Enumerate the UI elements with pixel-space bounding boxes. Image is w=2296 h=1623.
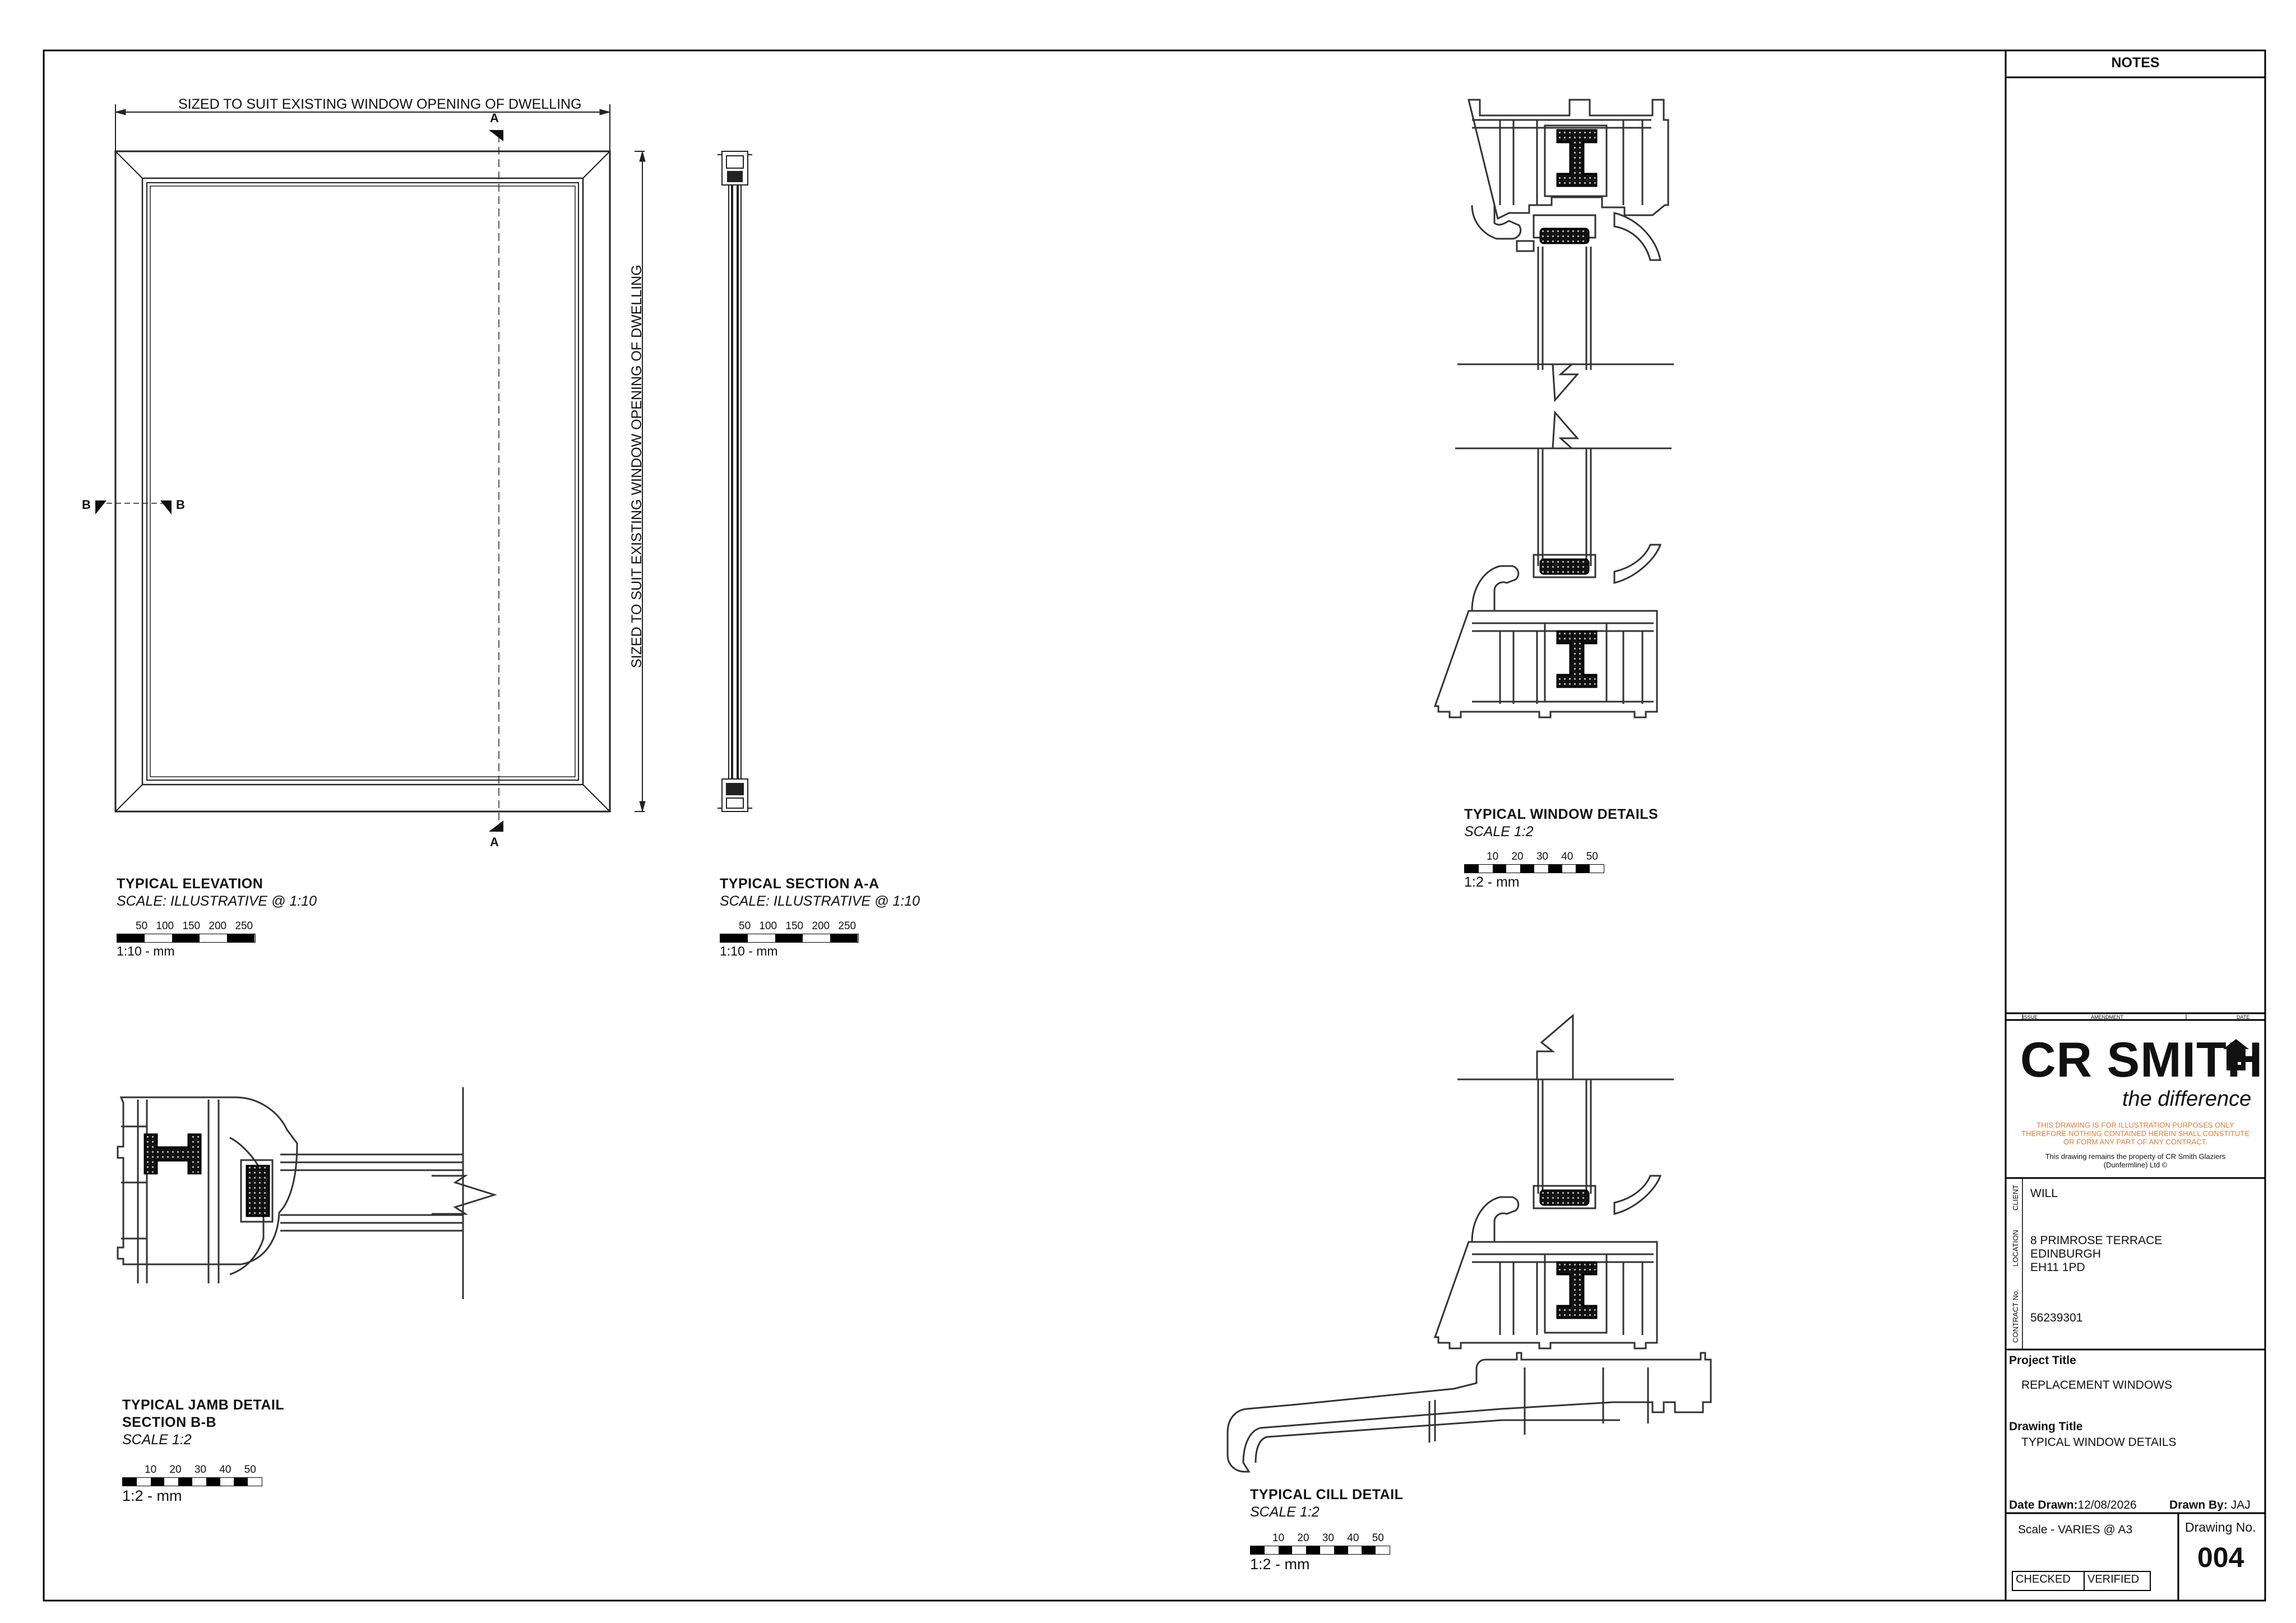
drawing-no-value: 004	[2197, 1542, 2244, 1573]
property-notice: This drawing remains the property of CR …	[2045, 1152, 2226, 1169]
brand-name: CR SMITH	[2020, 1032, 2263, 1087]
scalebar-ticks: 10 20 30 40 50	[1272, 1532, 1384, 1544]
cill-title: TYPICAL CILL DETAIL	[1250, 1487, 1404, 1503]
date-drawn-label: Date Drawn:	[2009, 1499, 2078, 1511]
drawing-no-label: Drawing No.	[2185, 1520, 2256, 1534]
elevation-height-dimension: SIZED TO SUIT EXISTING WINDOW OPENING OF…	[629, 265, 645, 668]
rev-header-issue: ISSUE	[2022, 1014, 2038, 1020]
window-details-title: TYPICAL WINDOW DETAILS	[1464, 806, 1659, 822]
date-drawn-value: 12/08/2026	[2077, 1499, 2137, 1511]
window-details-scale: SCALE 1:2	[1464, 824, 1534, 840]
rev-header-amendment: AMENDMENT	[2091, 1014, 2123, 1020]
checked-box: CHECKED	[2016, 1573, 2071, 1585]
section-marker-b-right: B	[176, 498, 185, 512]
rev-header-date: DATE	[2237, 1014, 2250, 1020]
elevation-scalebar: 50 100 150 200 250 1:10 - mm	[117, 920, 262, 959]
jamb-scale: SCALE 1:2	[122, 1432, 192, 1448]
section-aa-drawing	[718, 151, 752, 812]
location-value: 8 PRIMROSE TERRACE EDINBURGH EH11 1PD	[2030, 1234, 2163, 1274]
jamb-title-2: SECTION B-B	[122, 1415, 216, 1430]
date-drawn: Date Drawn:12/08/2026	[2009, 1499, 2137, 1512]
scale-text: Scale - VARIES @ A3	[2018, 1523, 2133, 1536]
location-label: LOCATION	[2011, 1230, 2020, 1267]
window-details-caption: TYPICAL WINDOW DETAILS SCALE 1:2	[1464, 806, 1658, 841]
drawn-by-value: JAJ	[2230, 1499, 2251, 1511]
cill-scalebar: 10 20 30 40 50 1:2 - mm	[1250, 1532, 1396, 1577]
brand-tagline: the difference	[2122, 1087, 2252, 1111]
scalebar-unit: 1:2 - mm	[122, 1487, 182, 1504]
elevation-caption: TYPICAL ELEVATION SCALE: ILLUSTRATIVE @ …	[117, 875, 317, 910]
section-marker-a-top: A	[490, 111, 499, 125]
crsmith-logo-icon	[2223, 1039, 2249, 1070]
scalebar-unit: 1:2 - mm	[1464, 874, 1520, 890]
drawing-title-value: TYPICAL WINDOW DETAILS	[2021, 1436, 2177, 1449]
client-value: WILL	[2030, 1187, 2058, 1200]
elevation-width-dimension: SIZED TO SUIT EXISTING WINDOW OPENING OF…	[178, 96, 582, 112]
title-block-frame	[2005, 50, 2265, 1601]
scalebar-ticks: 50 100 150 200 250	[136, 920, 253, 932]
section-aa-scalebar: 50 100 150 200 250 1:10 - mm	[720, 920, 865, 959]
section-aa-scale: SCALE: ILLUSTRATIVE @ 1:10	[720, 893, 920, 909]
scalebar-ticks: 50 100 150 200 250	[739, 920, 857, 932]
cill-detail-drawing	[1226, 1013, 1712, 1473]
window-details-scalebar: 10 20 30 40 50 1:2 - mm	[1464, 851, 1610, 896]
contract-label: CONTRACT No.	[2011, 1289, 2020, 1343]
client-label: CLIENT	[2011, 1184, 2020, 1211]
drawn-by-label: Drawn By:	[2169, 1499, 2228, 1511]
scalebar-ticks: 10 20 30 40 50	[1487, 851, 1598, 862]
jamb-scalebar: 10 20 30 40 50 1:2 - mm	[122, 1464, 268, 1509]
section-marker-a-bottom: A	[490, 835, 499, 849]
drawing-title-label: Drawing Title	[2009, 1420, 2083, 1433]
drawn-by: Drawn By: JAJ	[2169, 1499, 2251, 1512]
scalebar-unit: 1:10 - mm	[720, 944, 778, 958]
scalebar-unit: 1:2 - mm	[1250, 1556, 1310, 1573]
scalebar-ticks: 10 20 30 40 50	[145, 1464, 256, 1476]
scalebar-unit: 1:10 - mm	[117, 944, 175, 958]
typical-elevation-drawing	[95, 104, 646, 832]
sheet-border	[43, 49, 2266, 1602]
section-aa-caption: TYPICAL SECTION A-A SCALE: ILLUSTRATIVE …	[720, 875, 920, 910]
verified-box: VERIFIED	[2087, 1573, 2140, 1585]
notes-header: NOTES	[2111, 55, 2160, 71]
section-marker-b-left: B	[82, 498, 91, 512]
elevation-scale: SCALE: ILLUSTRATIVE @ 1:10	[117, 893, 317, 909]
jamb-caption: TYPICAL JAMB DETAIL SECTION B-B SCALE 1:…	[122, 1397, 284, 1449]
jamb-title-1: TYPICAL JAMB DETAIL	[122, 1397, 285, 1413]
project-title-label: Project Title	[2009, 1354, 2076, 1367]
cill-caption: TYPICAL CILL DETAIL SCALE 1:2	[1250, 1486, 1403, 1521]
cill-scale: SCALE 1:2	[1250, 1504, 1320, 1520]
elevation-title: TYPICAL ELEVATION	[117, 876, 263, 892]
section-aa-title: TYPICAL SECTION A-A	[720, 876, 879, 892]
window-details-drawing	[1433, 99, 1674, 718]
disclaimer: THIS DRAWING IS FOR ILLUSTRATION PURPOSE…	[2021, 1121, 2249, 1146]
contract-value: 56239301	[2030, 1311, 2083, 1324]
jamb-detail-drawing	[117, 1087, 498, 1299]
project-title-value: REPLACEMENT WINDOWS	[2021, 1379, 2173, 1392]
